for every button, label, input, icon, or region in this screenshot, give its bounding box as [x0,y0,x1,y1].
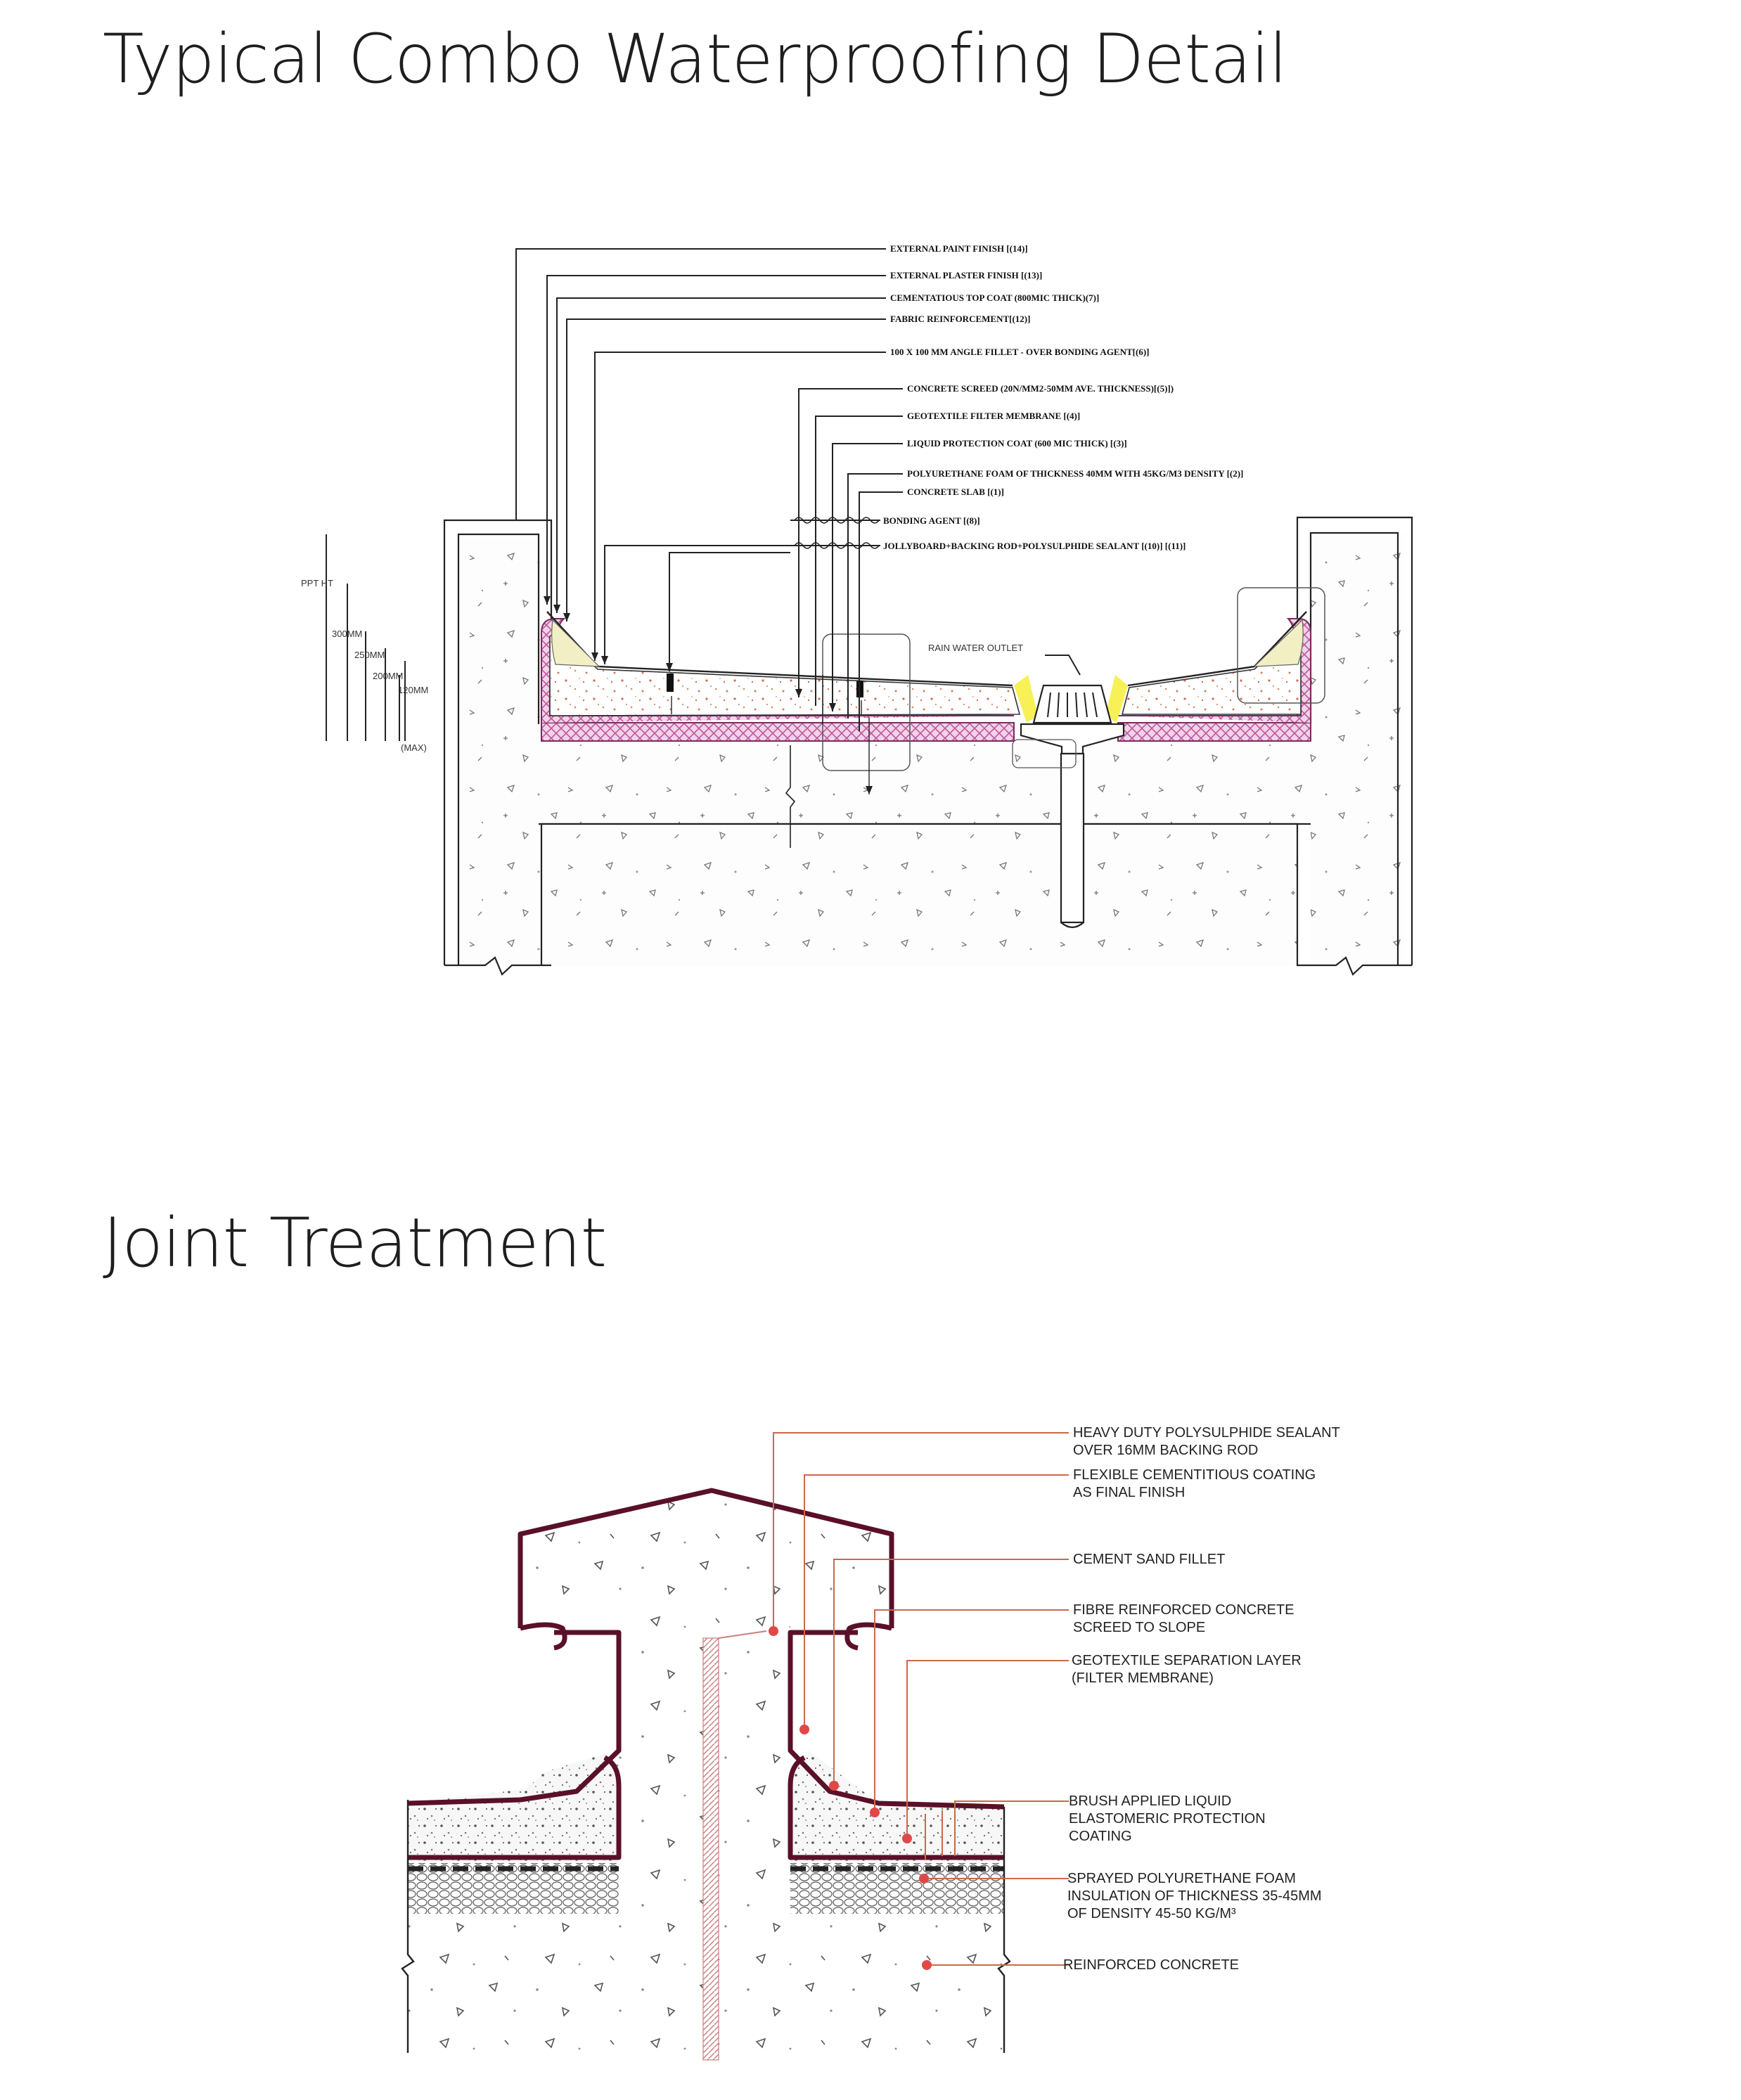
label-geotextile: GEOTEXTILE FILTER MEMBRANE [(4)] [907,411,1080,421]
dim-ppt-ht: PPT HT [301,578,333,588]
label-jollyboard: JOLLYBOARD+BACKING ROD+POLYSULPHIDE SEAL… [883,541,1186,551]
label-concrete-screed: CONCRETE SCREED (20N/MM2-50MM AVE. THICK… [907,383,1174,394]
label-liquid-coating-3: COATING [1069,1829,1132,1844]
label-fibre-screed-1: FIBRE REINFORCED CONCRETE [1073,1602,1294,1618]
dim-200: 200MM [373,671,403,681]
label-pu-foam: POLYURETHANE FOAM OF THICKNESS 40MM WITH… [907,468,1243,479]
section-title-joint-treatment: Joint Treatment [103,1204,607,1282]
label-cement-fillet: CEMENT SAND FILLET [1073,1552,1225,1567]
label-pu-foam-3: OF DENSITY 45-50 KG/M³ [1067,1906,1236,1921]
label-polysulphide-2: OVER 16MM BACKING ROD [1073,1443,1258,1458]
label-fabric: FABRIC REINFORCEMENT[(12)] [890,314,1030,324]
dim-max: (MAX) [401,742,427,753]
label-pu-foam-2: INSULATION OF THICKNESS 35-45MM [1067,1888,1322,1904]
label-polysulphide-1: HEAVY DUTY POLYSULPHIDE SEALANT [1073,1425,1340,1441]
label-cementitious-1: FLEXIBLE CEMENTITIOUS COATING [1073,1467,1316,1483]
label-geotextile-1: GEOTEXTILE SEPARATION LAYER [1072,1653,1302,1668]
label-liquid-coating-1: BRUSH APPLIED LIQUID [1069,1793,1231,1809]
label-liquid-coating-2: ELASTOMERIC PROTECTION [1069,1811,1266,1827]
dim-120: 120MM [398,685,428,695]
label-rain-water-outlet: RAIN WATER OUTLET [928,643,1023,653]
label-fibre-screed-2: SCREED TO SLOPE [1073,1620,1205,1635]
label-concrete-slab: CONCRETE SLAB [(1)] [907,487,1004,497]
label-liquid-coat: LIQUID PROTECTION COAT (600 MIC THICK) [… [907,438,1127,449]
label-reinforced-concrete: REINFORCED CONCRETE [1063,1957,1239,1973]
dim-300: 300MM [332,629,362,639]
section-title-waterproofing: Typical Combo Waterproofing Detail [103,20,1287,98]
label-pu-foam-1: SPRAYED POLYURETHANE FOAM [1067,1871,1296,1886]
label-external-plaster: EXTERNAL PLASTER FINISH [(13)] [890,270,1042,281]
rain-water-outlet [1014,675,1128,929]
label-bonding-agent: BONDING AGENT [(8)] [883,515,980,526]
label-cementitious-2: AS FINAL FINISH [1073,1485,1185,1500]
label-angle-fillet: 100 X 100 MM ANGLE FILLET - OVER BONDING… [890,347,1149,357]
label-geotextile-2: (FILTER MEMBRANE) [1072,1670,1214,1686]
label-top-coat: CEMENTATIOUS TOP COAT (800MIC THICK)(7)] [890,292,1099,303]
dim-250: 250MM [354,650,385,660]
label-external-paint: EXTERNAL PAINT FINISH [(14)] [890,243,1028,254]
waterproofing-detail-diagram: EXTERNAL PAINT FINISH [(14)] EXTERNAL PL… [301,243,1413,976]
